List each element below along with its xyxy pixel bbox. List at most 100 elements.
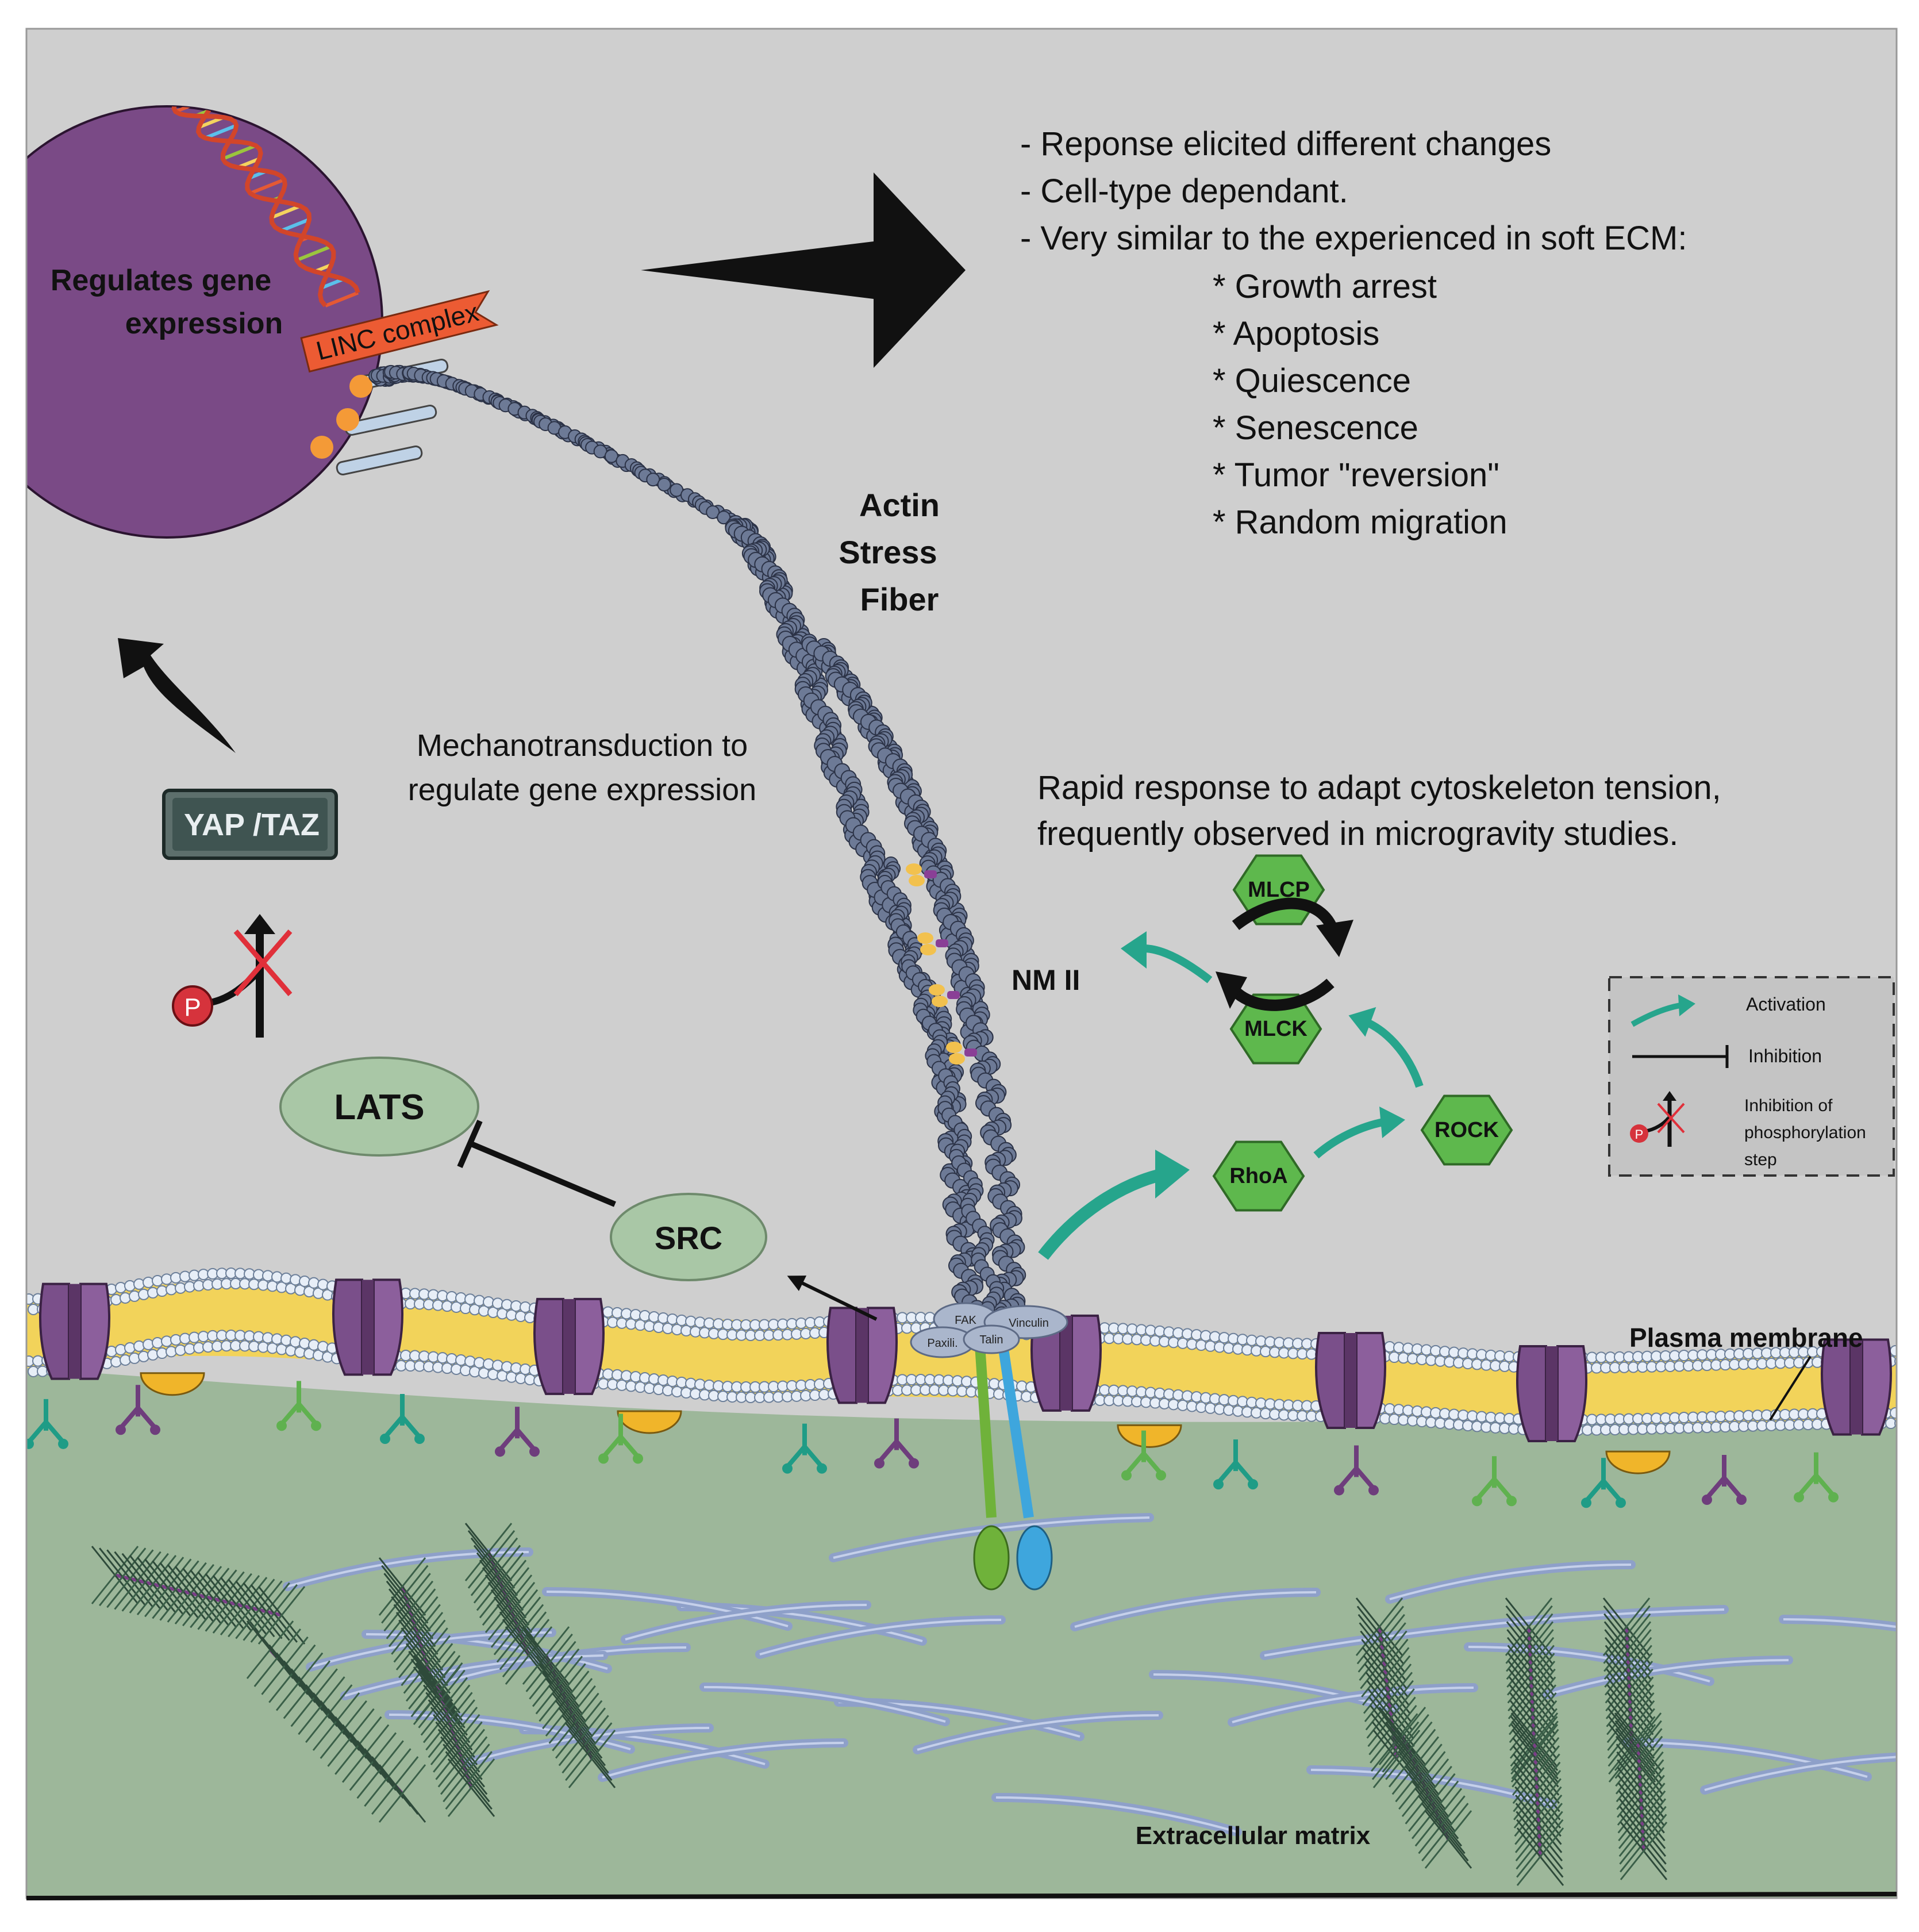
yap-to-nucleus-arrow — [118, 638, 236, 753]
glycoprotein — [1702, 1455, 1747, 1505]
legend-activation-icon — [1630, 1002, 1685, 1027]
glycoprotein — [1334, 1445, 1379, 1496]
src-ellipse — [610, 1193, 767, 1281]
membrane-carrier — [1605, 1450, 1671, 1474]
proteoglycan — [1378, 1707, 1472, 1869]
lipid-head — [138, 1350, 149, 1362]
lipid-head — [152, 1275, 163, 1287]
mlck-hexagon — [1229, 993, 1322, 1065]
rapid-response-line1: Rapid response to adapt cytoskeleton ten… — [1037, 769, 1721, 806]
membrane-channel — [332, 1278, 403, 1376]
membrane-channel — [533, 1297, 605, 1395]
lipid-head — [110, 1293, 122, 1305]
legend-phospho-icon: P — [1630, 1091, 1685, 1147]
lipid-head — [129, 1290, 140, 1302]
lipid-head — [124, 1280, 136, 1292]
lipid-head — [143, 1338, 154, 1350]
lipid-head — [115, 1343, 126, 1355]
lipid-head — [299, 1338, 310, 1350]
actin-label-line1: Actin — [859, 487, 940, 523]
mechano-text-line2: regulate gene expression — [408, 773, 756, 807]
membrane-carrier — [1117, 1424, 1182, 1448]
rapid-response-line2: frequently observed in microgravity stud… — [1037, 815, 1678, 852]
glycoprotein — [1581, 1458, 1626, 1508]
response-bullet: - Cell-type dependant. — [1020, 172, 1348, 210]
activation-arrows — [1038, 931, 1424, 1260]
response-bullet: - Very similar to the experienced in sof… — [1020, 220, 1687, 257]
glycoproteins — [26, 1381, 1839, 1508]
lipid-head — [299, 1276, 310, 1288]
dna-base-pair — [280, 218, 310, 233]
membrane-channel — [1516, 1345, 1587, 1442]
response-bullet: - Reponse elicited different changes — [1020, 125, 1551, 163]
lipid-head — [308, 1277, 320, 1289]
lipid-head — [129, 1352, 140, 1364]
lipid-head — [120, 1354, 131, 1366]
glycoprotein — [1472, 1456, 1517, 1507]
lipid-head — [161, 1335, 172, 1347]
nm2-label: NM II — [1012, 964, 1080, 996]
vinculin-label: Vinculin — [1009, 1317, 1049, 1330]
dna-base-pair — [175, 106, 211, 114]
legend-phospho-badge: P — [1635, 1127, 1644, 1142]
response-sub-bullet: * Quiescence — [1213, 362, 1411, 400]
membrane-channel — [1030, 1314, 1102, 1412]
red-cross-line — [233, 929, 293, 996]
nm2-myosin-motor — [946, 1042, 977, 1065]
proteoglycan — [246, 1620, 426, 1823]
yap-taz-box-inner — [172, 798, 328, 851]
linc-anchors — [310, 358, 449, 475]
lats-ellipse — [279, 1057, 479, 1157]
linc-dot — [336, 408, 359, 431]
rock-hexagon — [1420, 1094, 1513, 1166]
src-label: SRC — [655, 1220, 722, 1256]
phospho-badge-label: P — [184, 993, 201, 1021]
nucleus-label-line2: expression — [125, 307, 283, 340]
lipid-head — [317, 1278, 329, 1290]
glycoprotein — [380, 1394, 425, 1444]
legend-inhibition-label: Inhibition — [1748, 1046, 1822, 1066]
dna-strand — [33, 106, 360, 294]
mechano-text-line1: Mechanotransduction to — [417, 728, 748, 763]
lipid-head — [290, 1274, 301, 1286]
glycoprotein — [874, 1418, 919, 1469]
membrane-channel — [1821, 1338, 1892, 1436]
dna-base-pair — [325, 291, 359, 308]
proteoglycan — [1510, 1712, 1564, 1886]
dna-base-pair — [320, 277, 344, 290]
lipid-head — [120, 1292, 131, 1304]
lipid-head — [138, 1288, 149, 1300]
glycoprotein — [598, 1414, 643, 1464]
plasma-membrane-pointer — [1769, 1355, 1812, 1421]
legend-activation-head — [1678, 994, 1695, 1016]
talin-label: Talin — [979, 1334, 1003, 1346]
dna-base-pair — [204, 124, 237, 140]
fak-label: FAK — [955, 1314, 976, 1327]
nm2-myosin-motor — [929, 984, 960, 1007]
integrin-dimer — [973, 1344, 1053, 1591]
lipid-head — [133, 1340, 145, 1352]
phospho-badge — [172, 985, 213, 1027]
rock-label: ROCK — [1435, 1118, 1499, 1142]
actin-label-line3: Fiber — [860, 581, 939, 617]
proteoglycan — [522, 1626, 616, 1788]
big-response-arrow — [641, 172, 966, 368]
membrane-channel — [826, 1307, 898, 1404]
lipid-head — [143, 1276, 154, 1288]
lipid-head — [280, 1334, 292, 1346]
legend: Activation Inhibition P Inhibition of ph… — [1608, 976, 1895, 1177]
lats-label: LATS — [334, 1088, 424, 1127]
mlcp-label: MLCP — [1248, 878, 1310, 902]
response-sub-bullet: * Tumor "reversion" — [1213, 456, 1499, 494]
nucleus-label-line1: Regulates gene — [51, 264, 271, 297]
proteoglycan — [91, 1546, 306, 1645]
lipid-head — [308, 1339, 320, 1351]
dna-base-pair — [249, 178, 285, 195]
lipid-head — [115, 1281, 126, 1293]
lipid-head — [1890, 1407, 1897, 1419]
glycoprotein — [1121, 1430, 1166, 1481]
legend-phospho-label-line1: Inhibition of — [1744, 1096, 1833, 1115]
yap-taz-label: YAP /TAZ — [184, 808, 320, 842]
response-sub-bullet: * Random migration — [1213, 504, 1507, 541]
